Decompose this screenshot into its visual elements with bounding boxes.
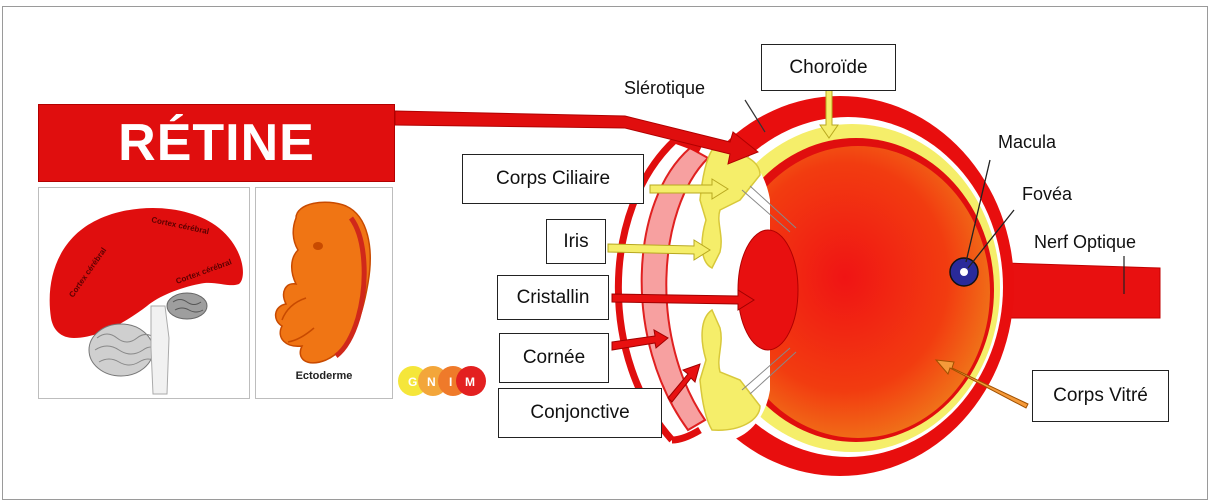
corps-vitre-label: Corps Vitré	[1032, 370, 1169, 422]
nerf-optique-label: Nerf Optique	[1034, 232, 1136, 253]
lens-shape	[738, 230, 798, 350]
gnim-logo: G N I M	[398, 366, 486, 396]
logo-letter-i: I	[449, 375, 452, 389]
corps-ciliaire-label: Corps Ciliaire	[462, 154, 644, 204]
cristallin-label: Cristallin	[497, 275, 609, 320]
choroide-label: Choroïde	[761, 44, 896, 91]
logo-letter-g: G	[408, 375, 417, 389]
macula-label: Macula	[998, 132, 1056, 153]
fovea-label: Fovéa	[1022, 184, 1072, 205]
slerotique-text: Slérotique	[624, 78, 705, 98]
logo-letter-m: M	[465, 375, 475, 389]
logo-letter-n: N	[427, 375, 436, 389]
cornee-label: Cornée	[499, 333, 609, 383]
iris-label: Iris	[546, 219, 606, 264]
conjonctive-label: Conjonctive	[498, 388, 662, 438]
slerotique-label: Slérotique	[624, 78, 705, 99]
